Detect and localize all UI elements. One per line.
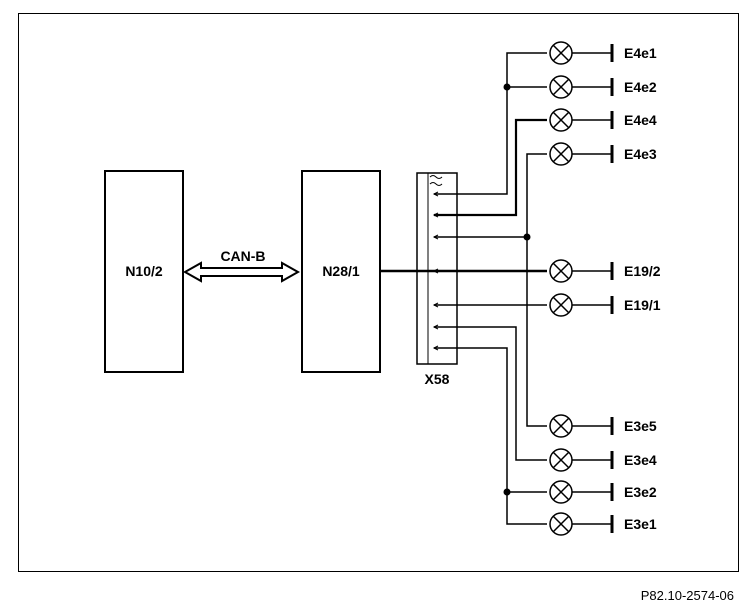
junction-dots bbox=[503, 83, 531, 496]
diagram-frame bbox=[18, 13, 739, 572]
module-n10-2-box bbox=[104, 170, 184, 373]
reference-number: P82.10-2574-06 bbox=[641, 588, 734, 603]
lamp-label-e4e1: E4e1 bbox=[624, 45, 657, 61]
lamp-label-e3e5: E3e5 bbox=[624, 418, 657, 434]
lamp-label-e19-1: E19/1 bbox=[624, 297, 661, 313]
lamp-label-e3e4: E3e4 bbox=[624, 452, 657, 468]
wiring bbox=[380, 52, 547, 525]
module-n28-1-label: N28/1 bbox=[322, 263, 360, 279]
lamp-label-e4e2: E4e2 bbox=[624, 79, 657, 95]
lamp-label-e4e4: E4e4 bbox=[624, 112, 657, 128]
can-b-label: CAN-B bbox=[220, 248, 265, 264]
connector-x58-label: X58 bbox=[425, 371, 450, 387]
lamp-ground-leads bbox=[572, 52, 611, 525]
lamp-label-e4e3: E4e3 bbox=[624, 146, 657, 162]
lamp-symbols bbox=[549, 41, 573, 536]
lamp-label-e19-2: E19/2 bbox=[624, 263, 661, 279]
lamp-label-e3e1: E3e1 bbox=[624, 516, 657, 532]
can-b-bus-arrow bbox=[182, 261, 301, 283]
module-n10-2-label: N10/2 bbox=[125, 263, 163, 279]
connector-x58 bbox=[416, 172, 458, 365]
lamp-label-e3e2: E3e2 bbox=[624, 484, 657, 500]
